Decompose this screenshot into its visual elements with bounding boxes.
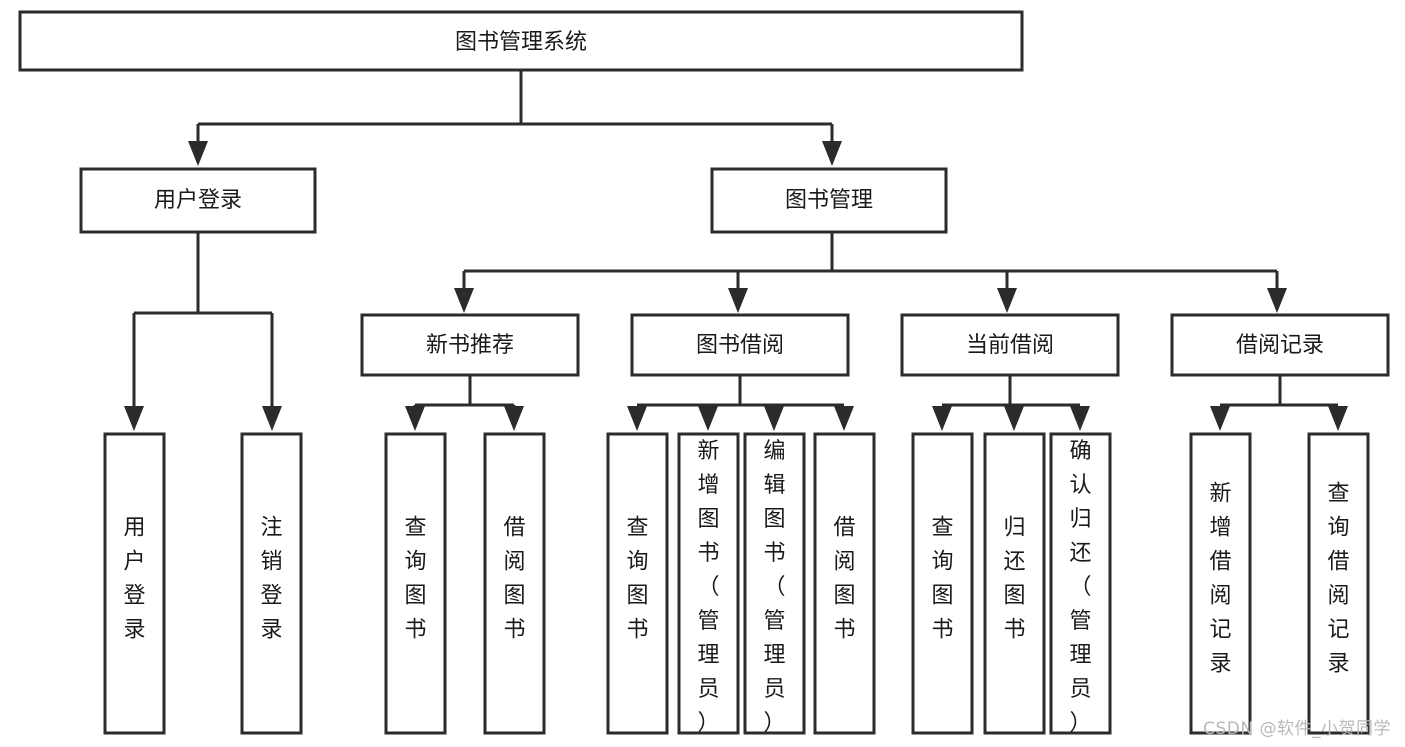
- node-new-book-recommend-label: 新书推荐: [426, 333, 514, 358]
- arrow-bb-leaf-2: [698, 406, 718, 431]
- node-leaf-logout[interactable]: 注销登录: [240, 432, 303, 735]
- node-leaf-query-book-1[interactable]: 查询图书: [384, 432, 447, 735]
- node-book-borrow-box[interactable]: [630, 313, 850, 377]
- arrow-nbr-leaf-1: [405, 406, 425, 431]
- node-leaf-query-book-1-label: 查询图书: [404, 516, 426, 643]
- node-book-borrow-label: 图书借阅: [696, 333, 784, 358]
- node-root-box[interactable]: [18, 10, 1024, 72]
- node-leaf-add-record-box[interactable]: [1189, 432, 1252, 735]
- vertical-bracket-glyph: ）: [697, 711, 719, 736]
- node-current-borrow-label: 当前借阅: [966, 333, 1054, 358]
- node-leaf-add-record-label: 新增借阅记录: [1209, 482, 1231, 677]
- node-root[interactable]: 图书管理系统: [18, 10, 1024, 72]
- node-current-borrow-box[interactable]: [900, 313, 1120, 377]
- node-leaf-query-book-3-box[interactable]: [911, 432, 974, 735]
- node-leaf-add-book-box[interactable]: [677, 432, 740, 735]
- node-leaf-borrow-book-1-label: 借阅图书: [503, 516, 525, 643]
- node-borrow-record[interactable]: 借阅记录: [1170, 313, 1390, 377]
- node-user-login-box[interactable]: [79, 167, 317, 234]
- node-leaf-query-record-label: 查询借阅记录: [1327, 482, 1349, 677]
- node-leaf-edit-book-label: 编辑图书（管理员）: [763, 439, 785, 736]
- node-leaf-add-book[interactable]: 新增图书（管理员）: [677, 432, 740, 736]
- node-current-borrow[interactable]: 当前借阅: [900, 313, 1120, 377]
- node-leaf-confirm-return-label: 确认归还（管理员）: [1069, 439, 1091, 736]
- node-new-book-recommend[interactable]: 新书推荐: [360, 313, 580, 377]
- leaf-node-layer: 用户登录 注销登录 查询图书 借阅图书 查询图书 新增图书（管理员） 编辑图书（管理员） 借阅…: [103, 432, 1370, 736]
- arrow-nbr-leaf-2: [504, 406, 524, 431]
- node-leaf-logout-box[interactable]: [240, 432, 303, 735]
- arrow-bb-leaf-3: [764, 406, 784, 431]
- node-leaf-add-record[interactable]: 新增借阅记录: [1189, 432, 1252, 735]
- watermark-text: CSDN @软件_小贺同学: [1203, 719, 1391, 739]
- vertical-bracket-glyph: （: [697, 575, 719, 600]
- node-leaf-query-book-3[interactable]: 查询图书: [911, 432, 974, 735]
- vertical-bracket-glyph: ）: [763, 711, 785, 736]
- node-leaf-borrow-book-1-box[interactable]: [483, 432, 546, 735]
- arrow-user-login-leaf-2: [262, 406, 282, 431]
- node-leaf-user-login-label: 用户登录: [123, 516, 145, 643]
- arrow-root-to-user-login: [188, 141, 208, 166]
- node-leaf-borrow-book-2-label: 借阅图书: [833, 516, 855, 643]
- node-leaf-return-book-box[interactable]: [983, 432, 1046, 735]
- arrow-cb-leaf-2: [1004, 406, 1024, 431]
- node-leaf-borrow-book-1[interactable]: 借阅图书: [483, 432, 546, 735]
- arrow-br-leaf-1: [1210, 406, 1230, 431]
- node-borrow-record-label: 借阅记录: [1236, 333, 1324, 358]
- node-layer: 图书管理系统 用户登录 图书管理 新书推荐 图书借阅: [18, 10, 1390, 736]
- arrow-cb-leaf-1: [932, 406, 952, 431]
- connector-layer: [124, 70, 1348, 431]
- node-borrow-record-box[interactable]: [1170, 313, 1390, 377]
- node-new-book-recommend-box[interactable]: [360, 313, 580, 377]
- arrow-bm-to-current-borrow: [997, 288, 1017, 313]
- node-book-management[interactable]: 图书管理: [710, 167, 948, 234]
- node-book-borrow[interactable]: 图书借阅: [630, 313, 850, 377]
- node-leaf-return-book-label: 归还图书: [1003, 516, 1025, 643]
- node-leaf-query-record-box[interactable]: [1307, 432, 1370, 735]
- node-leaf-borrow-book-2[interactable]: 借阅图书: [813, 432, 876, 735]
- node-leaf-query-book-2[interactable]: 查询图书: [606, 432, 669, 735]
- node-leaf-borrow-book-2-box[interactable]: [813, 432, 876, 735]
- node-leaf-logout-label: 注销登录: [260, 516, 282, 643]
- node-leaf-user-login-box[interactable]: [103, 432, 166, 735]
- node-leaf-user-login[interactable]: 用户登录: [103, 432, 166, 735]
- node-leaf-query-book-3-label: 查询图书: [931, 516, 953, 643]
- node-book-management-label: 图书管理: [785, 188, 873, 213]
- node-leaf-edit-book[interactable]: 编辑图书（管理员）: [743, 432, 806, 736]
- vertical-bracket-glyph: （: [763, 575, 785, 600]
- node-leaf-confirm-return-box[interactable]: [1049, 432, 1112, 735]
- node-leaf-add-book-label: 新增图书（管理员）: [697, 439, 719, 736]
- node-root-label: 图书管理系统: [455, 30, 587, 55]
- vertical-bracket-glyph: ）: [1069, 711, 1091, 736]
- arrow-user-login-leaf-1: [124, 406, 144, 431]
- arrow-bb-leaf-1: [627, 406, 647, 431]
- node-leaf-return-book[interactable]: 归还图书: [983, 432, 1046, 735]
- arrow-bm-to-borrow-record: [1267, 288, 1287, 313]
- node-book-management-box[interactable]: [710, 167, 948, 234]
- arrow-bm-to-new-book-recommend: [454, 288, 474, 313]
- node-user-login-label: 用户登录: [154, 188, 242, 213]
- node-leaf-query-record[interactable]: 查询借阅记录: [1307, 432, 1370, 735]
- node-leaf-query-book-2-box[interactable]: [606, 432, 669, 735]
- arrow-root-to-book-management: [822, 141, 842, 166]
- node-user-login[interactable]: 用户登录: [79, 167, 317, 234]
- node-leaf-query-book-2-label: 查询图书: [626, 516, 648, 643]
- node-leaf-confirm-return[interactable]: 确认归还（管理员）: [1049, 432, 1112, 736]
- vertical-bracket-glyph: （: [1069, 575, 1091, 600]
- arrow-br-leaf-2: [1328, 406, 1348, 431]
- arrow-bb-leaf-4: [834, 406, 854, 431]
- arrow-bm-to-book-borrow: [728, 288, 748, 313]
- node-leaf-edit-book-box[interactable]: [743, 432, 806, 735]
- node-leaf-query-book-1-box[interactable]: [384, 432, 447, 735]
- arrow-cb-leaf-3: [1070, 406, 1090, 431]
